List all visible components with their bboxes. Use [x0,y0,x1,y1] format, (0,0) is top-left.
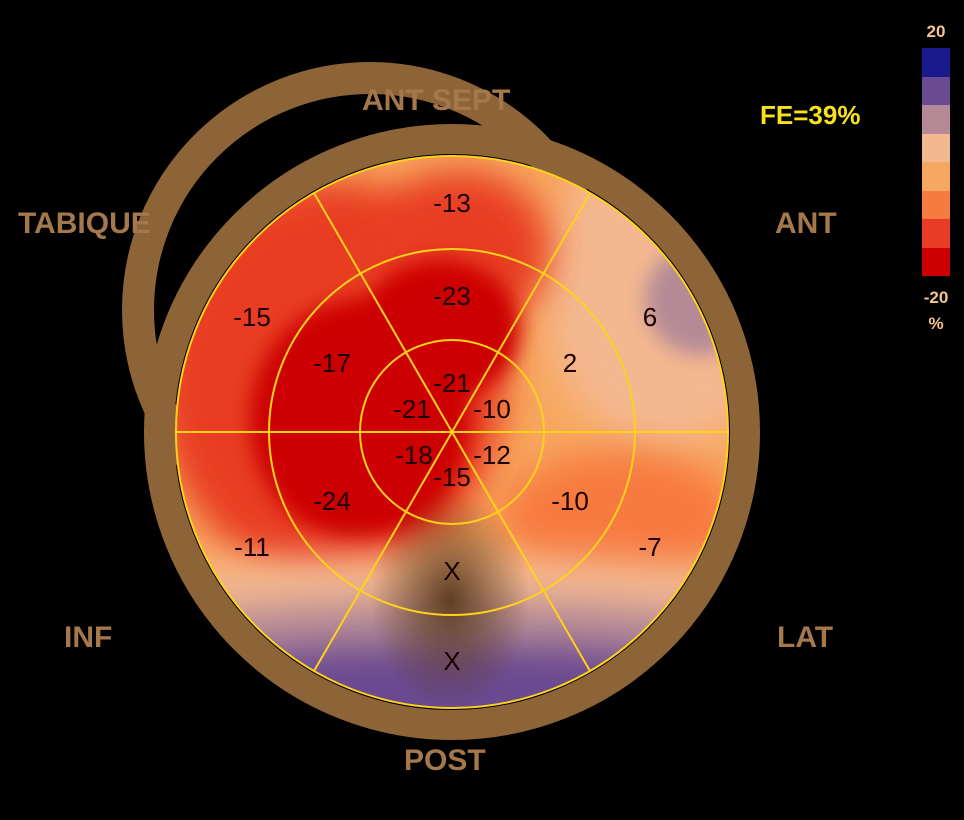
segment-apical-top: -21 [433,368,471,398]
segment-grid [175,155,729,709]
outer-ring-front [144,124,760,740]
segment-apical-left: -21 [393,394,431,424]
label-septum: TABIQUE [18,207,151,240]
scale-swatch-6 [922,219,950,248]
scale-unit-label: % [928,314,944,333]
segment-apical-lower-left: -18 [395,440,433,470]
ejection-fraction: FE=39% [760,100,861,130]
segment-basal-anterior: 6 [643,302,657,332]
label-ant-sept: ANT SEPT [362,84,511,117]
scale-swatch-3 [922,133,950,162]
scale-swatch-0 [922,48,950,77]
segment-mid-ant-sept: -23 [433,281,471,311]
segment-mid-septum: -17 [313,348,351,378]
scale-min-label: -20 [923,288,949,307]
scale-swatch-7 [922,247,950,276]
segment-basal-ant-sept: -13 [433,188,471,218]
scale-swatch-4 [922,162,950,191]
segment-mid-anterior: 2 [563,348,577,378]
scale-swatch-5 [922,190,950,219]
label-lateral: LAT [777,621,834,654]
scale-max-label: 20 [926,22,946,41]
segment-basal-lateral: -7 [638,532,661,562]
label-anterior: ANT [775,207,837,240]
label-inferior: INF [64,621,113,654]
segment-mid-inferior: -24 [313,486,351,516]
segment-apical-bottom: -15 [433,462,471,492]
segment-apical-right: -10 [473,394,511,424]
segment-basal-inferior: -11 [234,532,270,562]
segment-basal-posterior: X [443,646,460,676]
label-posterior: POST [404,744,486,777]
scale-swatch-1 [922,76,950,105]
scale-swatch-2 [922,105,950,134]
segment-mid-lateral: -10 [551,486,589,516]
segment-mid-posterior: X [443,556,460,586]
color-scale-bar [922,48,950,276]
segment-basal-septum: -15 [233,302,271,332]
segment-apical-lower-right: -12 [473,440,511,470]
